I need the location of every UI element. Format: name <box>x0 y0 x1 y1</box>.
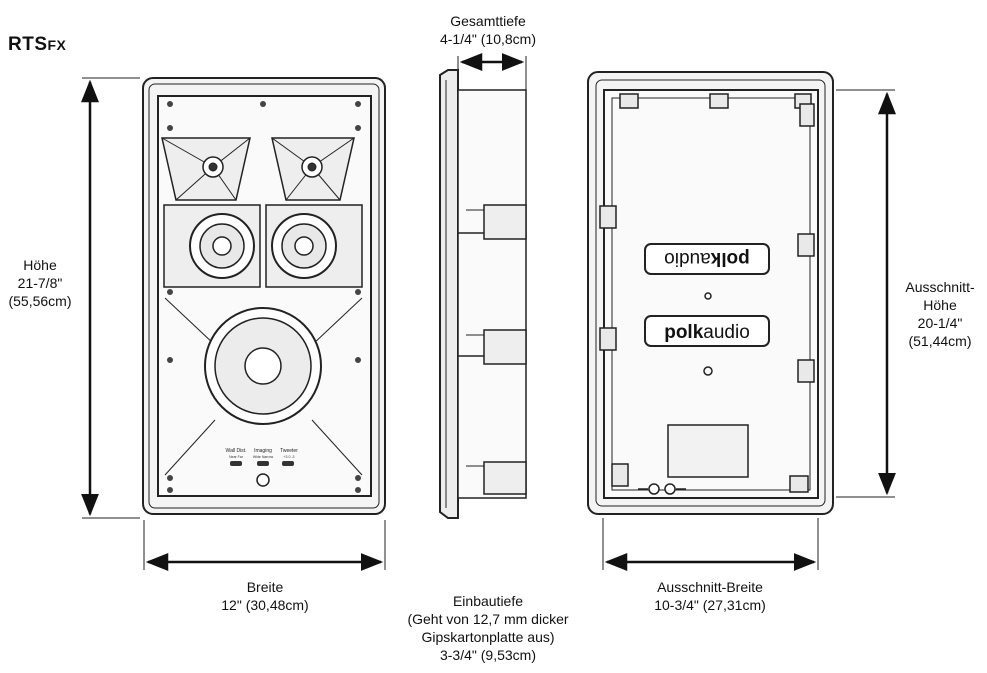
brand-logo: polkaudio <box>664 322 750 343</box>
logo-plate-upside-down <box>644 243 770 275</box>
front-screws <box>167 101 361 493</box>
switch-sublabel-wall-dist: Near Far <box>229 455 244 459</box>
cutout-height-label-line1: Ausschnitt- <box>905 279 975 295</box>
svg-text:polkaudio: polkaudio <box>664 248 750 269</box>
switch-label-imaging: Imaging <box>254 448 272 454</box>
cutout-height-label: Ausschnitt- Höhe 20-1/4" (51,44cm) <box>897 278 983 350</box>
brand-logo-upside-down: polkaudio <box>664 248 750 269</box>
height-value-metric: (55,56cm) <box>8 293 72 309</box>
front-view <box>142 77 386 515</box>
switch-label-wall-dist: Wall Dist. <box>226 448 247 454</box>
mount-depth-note-2: Gipskartonplatte aus) <box>421 629 555 645</box>
total-depth-value: 4-1/4" (10,8cm) <box>439 31 536 47</box>
model-name: RTSFX <box>8 34 66 56</box>
height-value-imperial: 21-7/8" <box>17 275 63 291</box>
cutout-height-dimension <box>836 89 896 498</box>
cutout-width-value: 10-3/4" (27,31cm) <box>654 597 766 613</box>
switch-label-tweeter: Tweeter <box>280 448 298 454</box>
cutout-height-value-metric: (51,44cm) <box>908 333 972 349</box>
width-value: 12" (30,48cm) <box>221 597 309 613</box>
back-clamps <box>599 93 815 493</box>
switch-sublabel-imaging: Wide Narrow <box>253 455 274 459</box>
label-area <box>667 424 749 478</box>
mount-depth-label-title: Einbautiefe <box>452 593 524 609</box>
front-bezel-inner <box>148 83 380 509</box>
cutout-width-label: Ausschnitt-Breite 10-3/4" (27,31cm) <box>630 578 790 614</box>
mount-depth-label: Einbautiefe (Geht von 12,7 mm dicker Gip… <box>388 592 588 664</box>
width-dimension <box>143 520 386 571</box>
total-depth-label-title: Gesamttiefe <box>450 13 526 29</box>
total-depth-dimension <box>457 53 527 92</box>
midrange-right <box>265 204 363 288</box>
side-view <box>439 69 527 519</box>
midrange-left <box>163 204 261 288</box>
cutout-height-value-imperial: 20-1/4" <box>917 315 963 331</box>
side-enclosure <box>457 89 527 499</box>
mount-depth-note-1: (Geht von 12,7 mm dicker <box>407 611 569 627</box>
cutout-width-dimension <box>602 518 819 571</box>
tweeter-left <box>161 137 251 201</box>
side-clamp-1 <box>483 204 527 240</box>
tweeter-right <box>271 137 355 201</box>
switch-sublabel-tweeter: +3 0 -3 <box>284 455 295 459</box>
side-clamp-2 <box>483 329 527 365</box>
side-clamp-3 <box>483 461 527 495</box>
back-view <box>587 71 834 515</box>
width-label: Breite 12" (30,48cm) <box>195 578 335 614</box>
total-depth-label: Gesamttiefe 4-1/4" (10,8cm) <box>413 12 563 48</box>
mount-depth-value: 3-3/4" (9,53cm) <box>439 647 536 663</box>
height-dimension <box>81 77 140 519</box>
model-name-suffix: FX <box>47 37 67 53</box>
woofer <box>164 297 363 476</box>
cutout-height-label-line2: Höhe <box>923 297 957 313</box>
height-label: Höhe 21-7/8" (55,56cm) <box>0 256 80 310</box>
cutout-width-label-title: Ausschnitt-Breite <box>657 579 763 595</box>
width-label-title: Breite <box>246 579 284 595</box>
logo-plate <box>644 315 770 347</box>
side-bezel <box>439 69 459 519</box>
model-name-main: RTS <box>8 34 48 55</box>
height-label-title: Höhe <box>23 257 57 273</box>
